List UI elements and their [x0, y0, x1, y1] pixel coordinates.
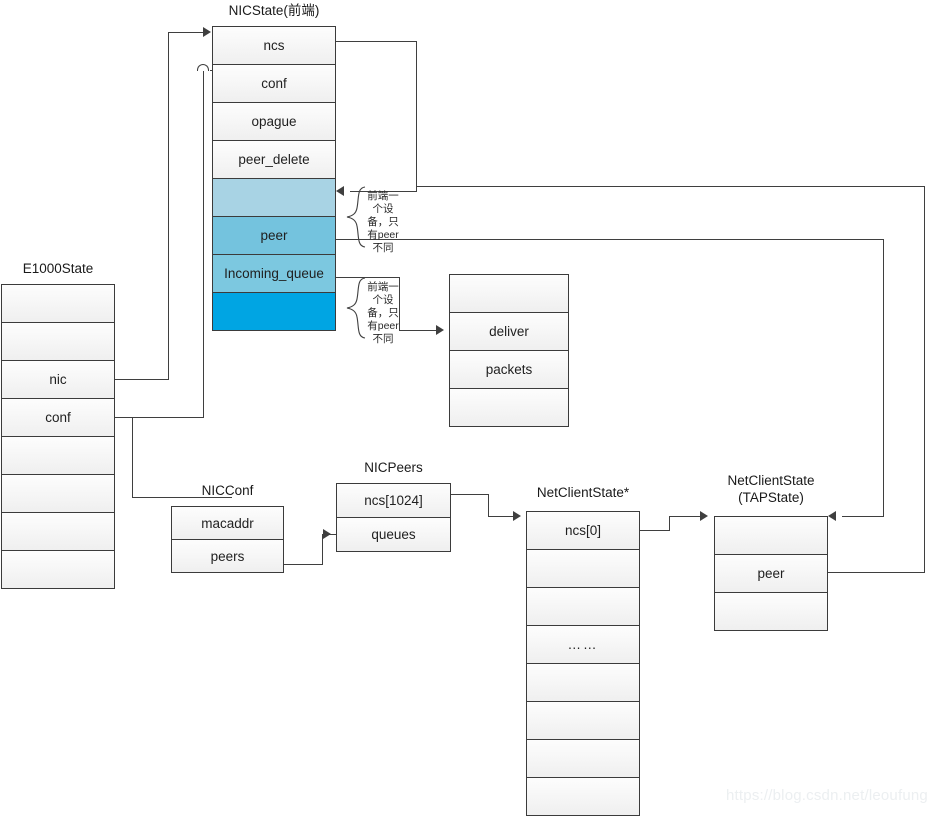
connector-peer-to-tapstate: [336, 239, 884, 240]
row-list-e1000state: nic conf: [1, 284, 115, 589]
connector-e1000conf-to-nicstateconf: [203, 70, 204, 418]
connector-ncs-to-blue-row: [350, 191, 417, 192]
connector-nicpeers-to-netclientstate: [488, 494, 489, 516]
table-row: [450, 275, 568, 313]
row-list-nicpeers: ncs[1024] queues: [336, 483, 451, 552]
connector-incoming-queue-to-deliver: [336, 277, 400, 278]
table-row: [527, 778, 639, 816]
struct-title-nicpeers: NICPeers: [364, 460, 423, 475]
struct-title-nicconf: NICConf: [201, 483, 254, 498]
row-list-queue: deliver packets: [449, 274, 569, 427]
row-list-netclientstate-array: ncs[0] ……: [526, 511, 640, 816]
struct-title-tapstate-line1: NetClientState: [727, 473, 815, 488]
table-row-conf: conf: [213, 65, 335, 103]
table-row: [2, 323, 114, 361]
table-row-queues: queues: [337, 518, 450, 552]
row-list-nicstate: ncs conf opague peer_delete peer Incomin…: [212, 26, 336, 331]
brace-icon: [346, 277, 366, 339]
connector-tapstate-peer-to-nicstate: [924, 186, 925, 573]
brace-annotation-2: [345, 277, 367, 344]
table-row: [2, 513, 114, 551]
arrowhead-netclientstate: [513, 511, 521, 521]
table-row-packets: packets: [450, 351, 568, 389]
connector-incoming-queue-to-deliver: [399, 330, 437, 331]
connector-e1000conf-to-nicconf: [132, 497, 232, 498]
connector-e1000conf-to-nicconf: [132, 418, 133, 498]
table-row-ellipsis: ……: [527, 626, 639, 664]
row-list-tapstate: peer: [714, 516, 828, 631]
table-row: [213, 293, 335, 331]
connector-ncs0-to-tapstate: [640, 530, 670, 531]
table-row: [527, 702, 639, 740]
table-row-ncs: ncs: [213, 27, 335, 65]
connector-nic-to-nicstate: [168, 32, 169, 380]
connector-tapstate-peer-to-nicstate: [417, 186, 925, 187]
brace-annotation-1: [345, 186, 367, 253]
table-row: [715, 593, 827, 631]
table-row-peer: peer: [213, 217, 335, 255]
brace-icon: [346, 186, 366, 248]
connector-peer-to-tapstate: [842, 516, 884, 517]
connector-peer-to-tapstate: [883, 239, 884, 517]
connector-ncs0-to-tapstate: [669, 516, 670, 531]
connector-nic-to-nicstate: [168, 32, 204, 33]
connector-nic-to-nicstate: [115, 379, 169, 380]
annotation-note-1: 前端一个设备，只有peer不同: [367, 190, 399, 254]
arrowhead-tapstate-top: [828, 511, 836, 521]
table-row-peer-delete: peer_delete: [213, 141, 335, 179]
table-row-ncs-1024: ncs[1024]: [337, 484, 450, 518]
connector-nicpeers-to-netclientstate: [488, 516, 514, 517]
table-row-deliver: deliver: [450, 313, 568, 351]
table-row: [527, 740, 639, 778]
table-row: [527, 550, 639, 588]
table-row: [213, 179, 335, 217]
table-row-conf: conf: [2, 399, 114, 437]
connector-ncs0-to-tapstate: [669, 516, 701, 517]
watermark: https://blog.csdn.net/leoufung: [726, 787, 928, 804]
table-row: [2, 285, 114, 323]
connector-ncs-to-blue-row: [336, 41, 417, 42]
arrowhead-deliver: [436, 325, 444, 335]
connector-incoming-queue-to-deliver: [399, 277, 400, 330]
connector-ncs-to-blue-row: [416, 41, 417, 191]
table-row-peers: peers: [172, 540, 283, 573]
struct-title-tapstate-line2: (TAPState): [738, 490, 804, 505]
arrowhead-nicstate-top: [203, 27, 211, 37]
struct-title-netclientstate-array: NetClientState*: [536, 485, 630, 500]
table-row-nic: nic: [2, 361, 114, 399]
table-row: [2, 437, 114, 475]
connector-tapstate-peer-to-nicstate: [828, 572, 925, 573]
table-row: [715, 517, 827, 555]
table-row-peer: peer: [715, 555, 827, 593]
struct-title-e1000state: E1000State: [22, 261, 94, 276]
table-row: [527, 664, 639, 702]
struct-title-nicstate: NICState(前端): [228, 3, 320, 18]
line-hop: [197, 64, 209, 71]
connector-nicpeers-to-netclientstate: [451, 494, 489, 495]
table-row-incoming-queue: Incoming_queue: [213, 255, 335, 293]
arrowhead-nicpeers-queues: [323, 529, 331, 539]
connector-peers-to-nicpeers: [284, 564, 323, 565]
table-row: [2, 475, 114, 513]
table-row: [450, 389, 568, 427]
annotation-note-2: 前端一个设备，只有peer不同: [367, 281, 399, 345]
table-row: [2, 551, 114, 589]
table-row-macaddr: macaddr: [172, 507, 283, 540]
table-row-opague: opague: [213, 103, 335, 141]
connector-peers-to-nicpeers: [322, 534, 323, 565]
row-list-nicconf: macaddr peers: [171, 506, 284, 573]
arrowhead-tapstate-top-left: [700, 511, 708, 521]
table-row: [527, 588, 639, 626]
table-row-ncs-0: ncs[0]: [527, 512, 639, 550]
connector-e1000conf-to-nicstateconf: [115, 417, 204, 418]
arrowhead-blue-row: [336, 186, 344, 196]
